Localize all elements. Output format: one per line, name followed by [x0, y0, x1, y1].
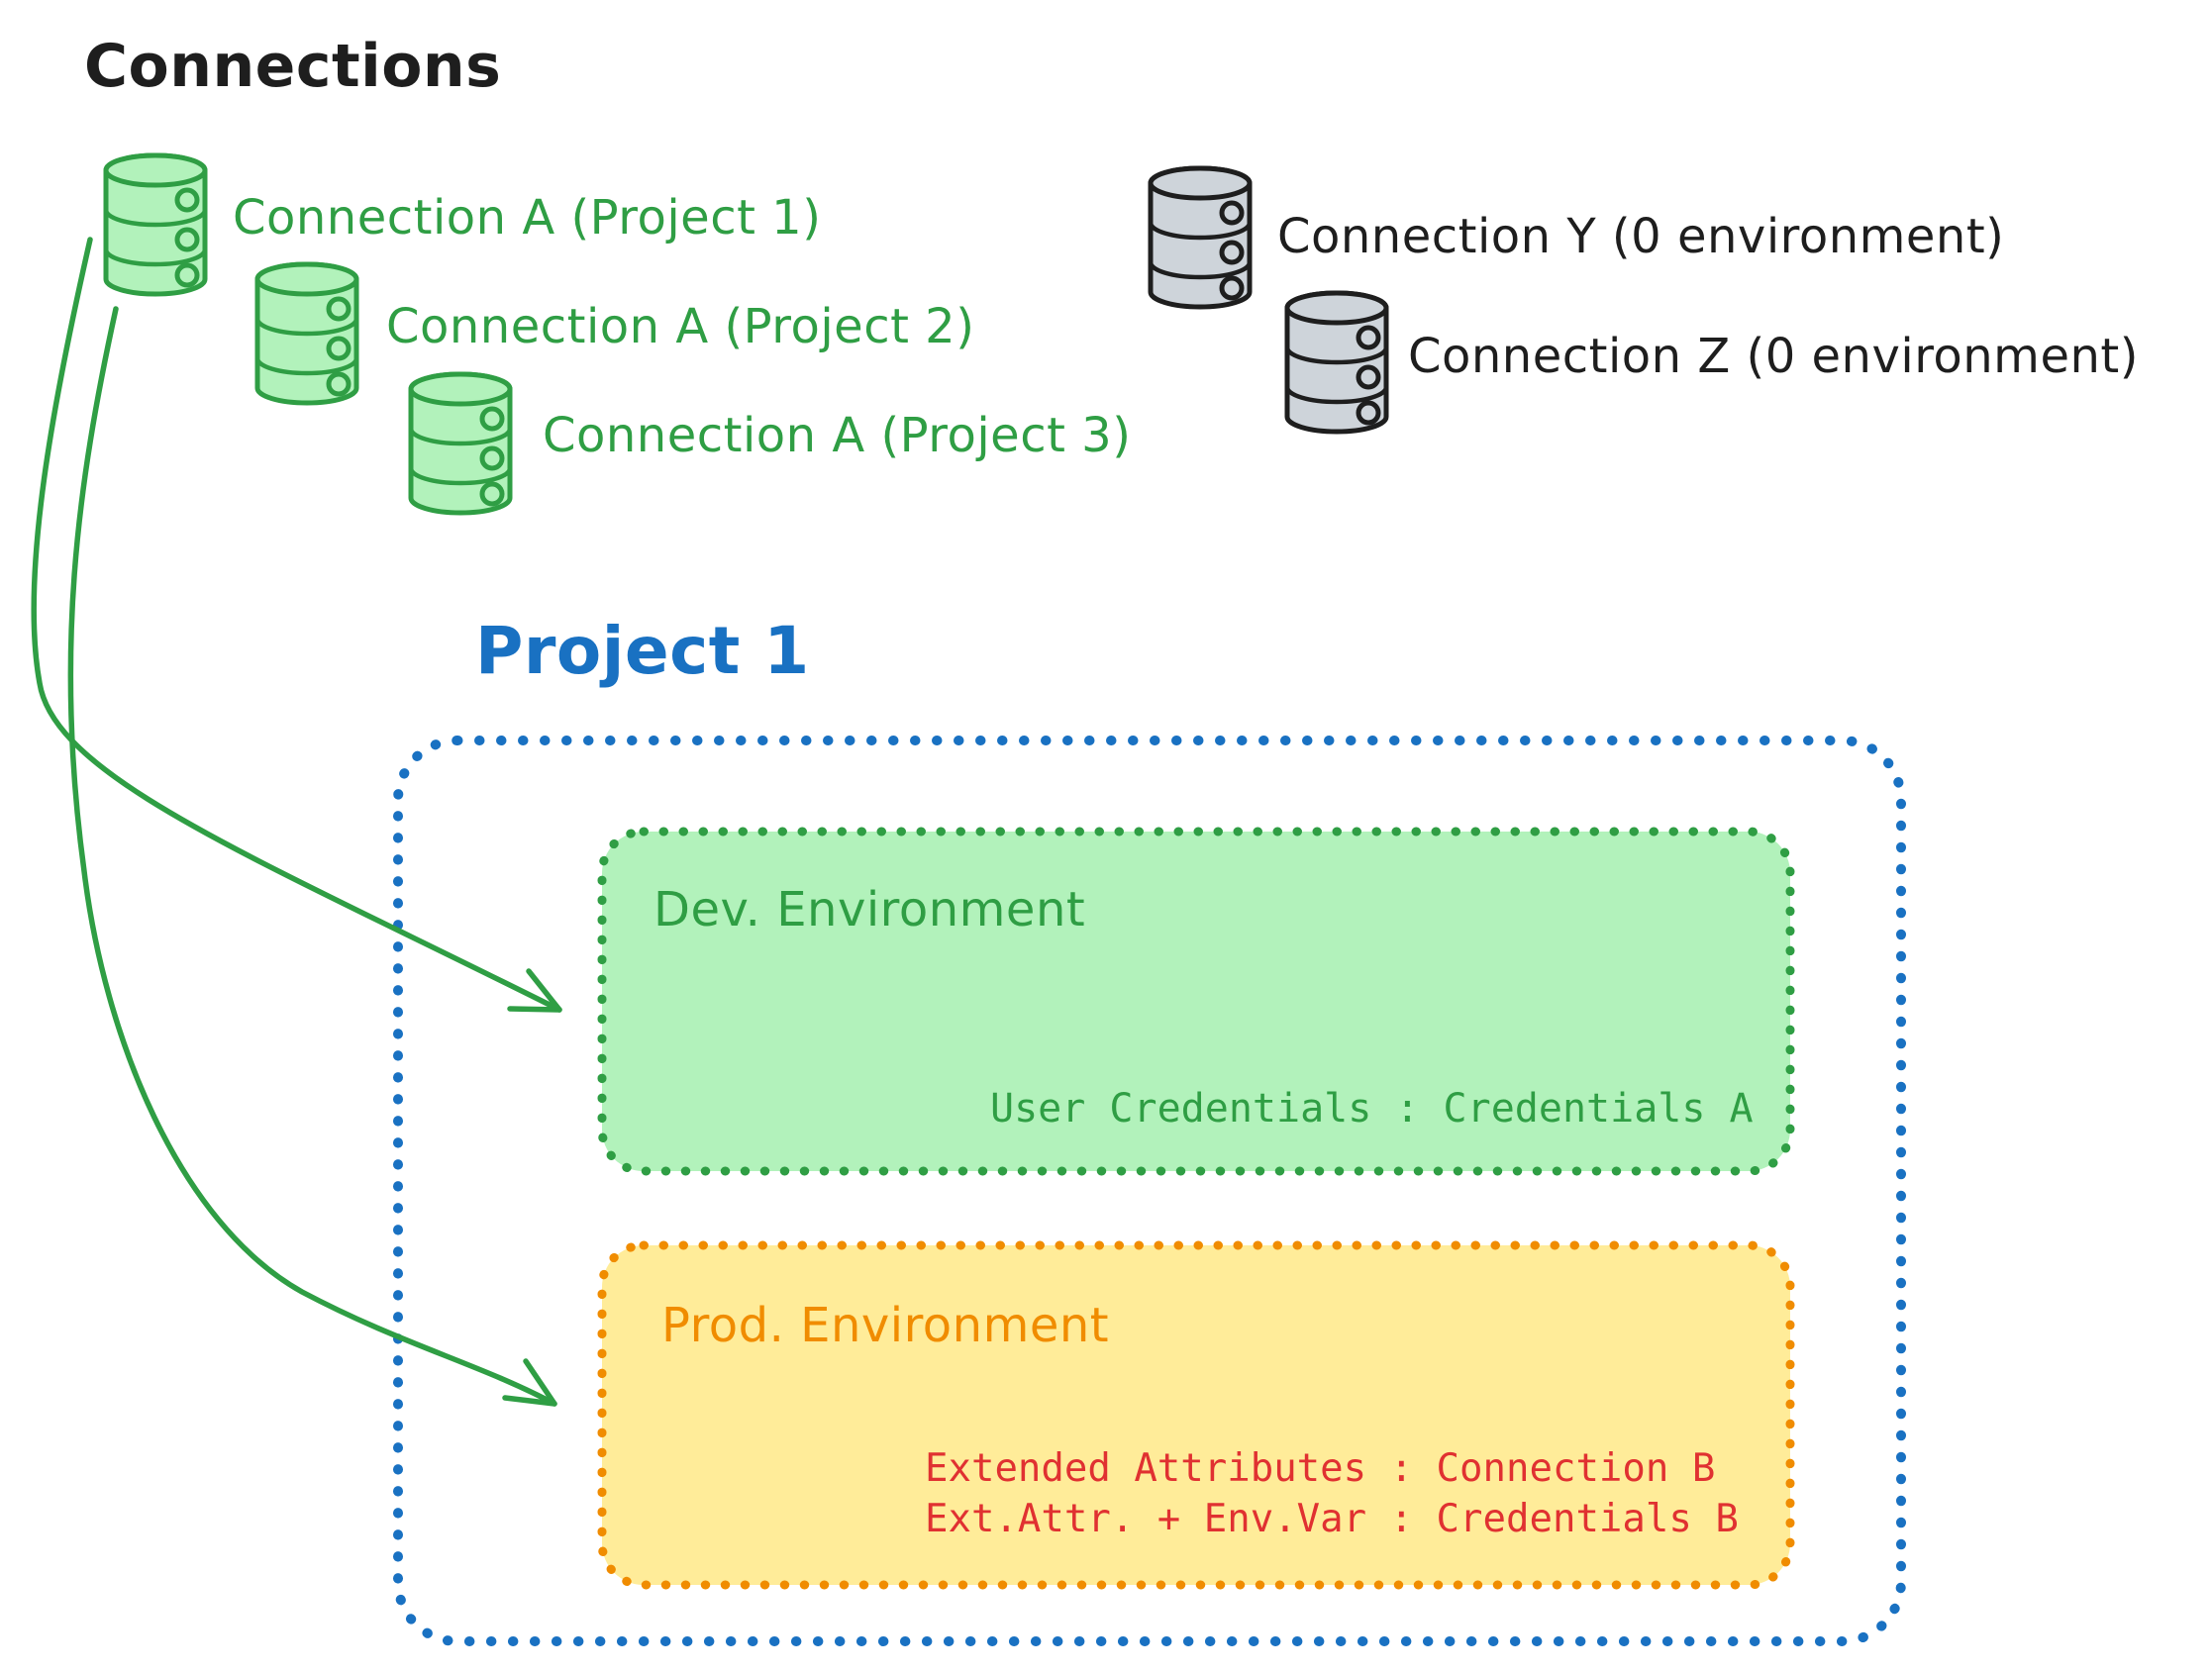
- dev-environment-box: [597, 827, 1795, 1176]
- arrowhead: [502, 1358, 557, 1407]
- database-icon: [99, 150, 212, 299]
- connection-label-a1: Connection A (Project 1): [233, 190, 822, 246]
- database-icon: [1280, 288, 1393, 437]
- prod-credential-mapping-2: Ext.Attr. + Env.Var : Credentials B: [925, 1497, 1739, 1541]
- database-icon: [1144, 163, 1257, 312]
- diagram-title: Connections: [84, 32, 502, 101]
- database-icon: [251, 259, 363, 408]
- arrow-to-prod: [67, 306, 557, 1407]
- connection-label-a2: Connection A (Project 2): [386, 299, 975, 354]
- connection-label-y: Connection Y (0 environment): [1277, 209, 2005, 264]
- database-icon: [404, 369, 517, 518]
- arrowhead: [507, 968, 562, 1013]
- prod-environment-title: Prod. Environment: [661, 1298, 1110, 1353]
- project-title: Project 1: [475, 613, 810, 689]
- dev-credential-mapping: User Credentials : Credentials A: [990, 1086, 1754, 1132]
- arrow-to-dev: [31, 237, 562, 1013]
- connection-label-a3: Connection A (Project 3): [543, 408, 1132, 463]
- dev-environment-title: Dev. Environment: [654, 882, 1086, 937]
- project-boundary: [393, 736, 1906, 1646]
- connection-label-z: Connection Z (0 environment): [1408, 329, 2139, 384]
- prod-credential-mapping-1: Extended Attributes : Connection B: [925, 1446, 1716, 1491]
- prod-environment-box: [597, 1240, 1795, 1590]
- prod-credential-mappings: Extended Attributes : Connection B Ext.A…: [925, 1443, 1739, 1544]
